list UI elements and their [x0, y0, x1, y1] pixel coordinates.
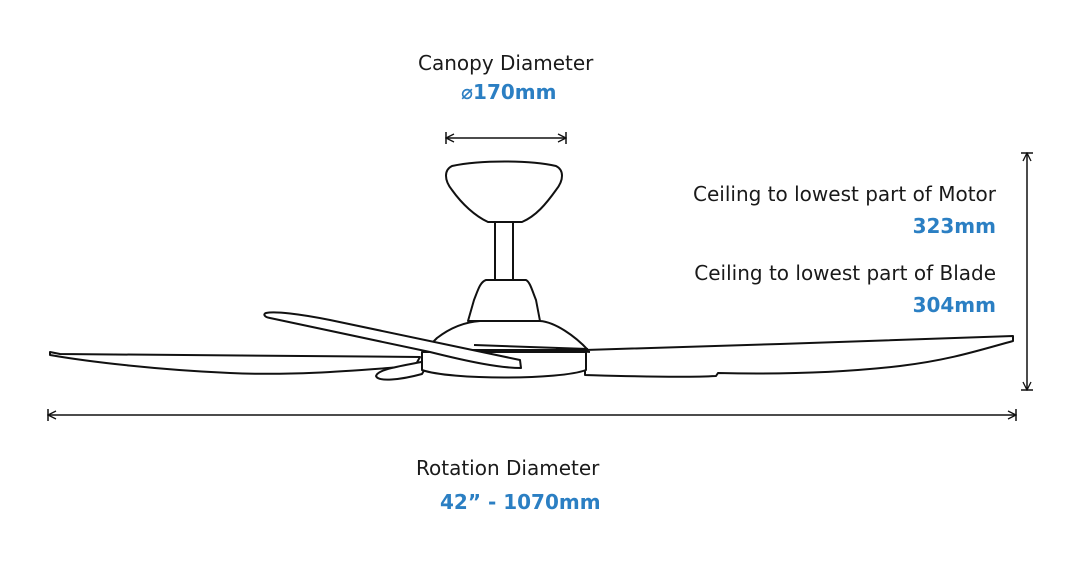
- blade-right: [584, 335, 1014, 378]
- rotation-diameter-value: 42” - 1070mm: [440, 490, 601, 514]
- blade-left: [49, 351, 421, 375]
- motor-drop-value: 323mm: [912, 214, 996, 238]
- canopy-diameter-value: ⌀170mm: [461, 80, 557, 104]
- blade-rear: [375, 359, 431, 381]
- canopy: [445, 160, 563, 223]
- blade-drop-value: 304mm: [912, 293, 996, 317]
- blade-drop-label: Ceiling to lowest part of Blade: [694, 261, 996, 285]
- blade-front: [263, 311, 522, 369]
- canopy-diameter-label: Canopy Diameter: [418, 51, 594, 75]
- motor-top: [467, 279, 541, 322]
- downrod: [494, 217, 514, 281]
- motor-drop-label: Ceiling to lowest part of Motor: [693, 182, 996, 206]
- rotation-diameter-label: Rotation Diameter: [416, 456, 600, 480]
